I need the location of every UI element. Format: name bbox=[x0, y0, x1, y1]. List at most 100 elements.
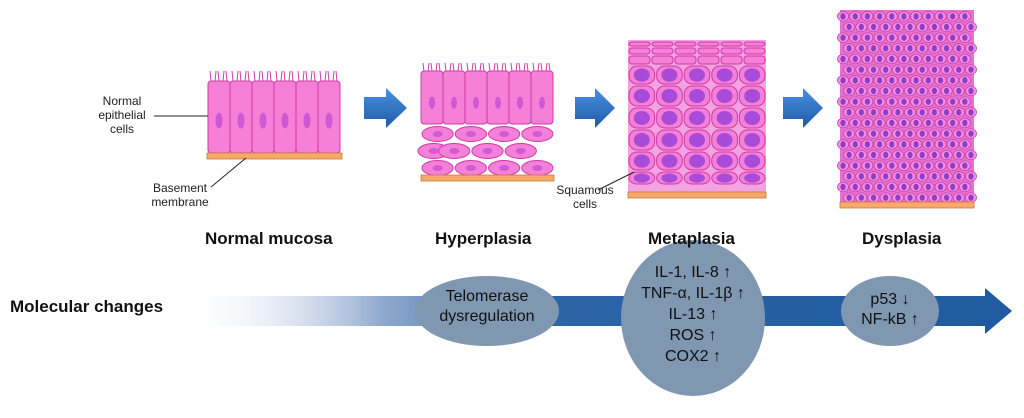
nucleus bbox=[633, 68, 650, 82]
nucleus bbox=[931, 151, 938, 159]
squamous-cell bbox=[674, 47, 697, 55]
nucleus bbox=[919, 109, 925, 116]
cilium bbox=[261, 70, 264, 82]
nucleus bbox=[913, 98, 919, 105]
nucleus bbox=[907, 109, 913, 116]
nucleus bbox=[883, 173, 889, 180]
nucleus bbox=[451, 96, 457, 109]
cilium bbox=[266, 70, 269, 82]
cilia bbox=[422, 62, 551, 72]
cilium bbox=[247, 70, 250, 82]
squamous-cell bbox=[720, 41, 743, 47]
nucleus bbox=[889, 141, 895, 148]
squamous-cell bbox=[628, 41, 651, 47]
nucleus bbox=[840, 162, 846, 169]
nucleus bbox=[515, 148, 526, 154]
nucleus bbox=[889, 98, 895, 105]
nucleus bbox=[539, 96, 545, 109]
nucleus bbox=[931, 173, 938, 180]
nucleus bbox=[858, 194, 864, 201]
nucleus bbox=[465, 165, 476, 171]
nucleus bbox=[303, 112, 311, 129]
nucleus bbox=[281, 112, 289, 129]
nucleus bbox=[925, 13, 931, 20]
cilium bbox=[457, 62, 460, 72]
nucleus bbox=[919, 151, 925, 159]
nucleus bbox=[931, 23, 938, 31]
squamous-cell bbox=[743, 55, 766, 65]
cilium bbox=[526, 62, 529, 72]
bubble-cytokines bbox=[621, 240, 765, 396]
nucleus bbox=[689, 68, 705, 82]
nucleus bbox=[919, 87, 925, 95]
nucleus bbox=[744, 68, 761, 82]
nucleus bbox=[931, 194, 938, 201]
nucleus bbox=[925, 141, 931, 148]
bubble-line: IL-1, IL-8 ↑ bbox=[654, 264, 732, 281]
nucleus bbox=[943, 87, 950, 95]
squamous-cell bbox=[697, 47, 720, 55]
nucleus bbox=[968, 45, 974, 52]
cilium bbox=[269, 70, 272, 82]
nucleus bbox=[950, 141, 956, 148]
nucleus bbox=[943, 66, 950, 73]
cilium bbox=[537, 62, 540, 72]
nucleus bbox=[895, 151, 901, 159]
columnar-cells bbox=[207, 80, 341, 154]
nucleus bbox=[840, 77, 846, 84]
nucleus bbox=[943, 45, 950, 52]
nucleus bbox=[846, 66, 852, 73]
nucleus bbox=[716, 154, 733, 168]
nucleus bbox=[876, 141, 883, 148]
callout-basement-membrane: Basement membrane bbox=[140, 181, 220, 209]
callout-line: membrane bbox=[151, 195, 209, 209]
nucleus bbox=[689, 89, 705, 103]
nucleus bbox=[913, 55, 919, 63]
nucleus bbox=[943, 173, 950, 180]
nucleus bbox=[956, 151, 962, 159]
squamous-cell bbox=[720, 47, 743, 55]
nucleus bbox=[661, 68, 678, 82]
nucleus bbox=[950, 13, 956, 20]
squamous-cells bbox=[628, 40, 766, 192]
nucleus bbox=[968, 194, 974, 201]
normal-mucosa-tissue bbox=[206, 70, 343, 160]
nucleus bbox=[925, 98, 931, 105]
nucleus bbox=[919, 173, 925, 180]
nucleus bbox=[883, 66, 889, 73]
nucleus bbox=[744, 111, 761, 125]
cilium bbox=[444, 62, 447, 72]
nucleus bbox=[883, 194, 889, 201]
nucleus bbox=[852, 13, 858, 20]
cilium bbox=[449, 62, 452, 72]
nucleus bbox=[661, 173, 678, 183]
nucleus bbox=[937, 98, 944, 105]
cilium bbox=[324, 70, 327, 82]
nucleus bbox=[913, 183, 919, 191]
nucleus bbox=[465, 131, 476, 137]
nucleus bbox=[968, 109, 974, 116]
leader-line-squamous bbox=[597, 171, 635, 191]
nucleus bbox=[907, 173, 913, 180]
nucleus bbox=[883, 151, 889, 159]
nucleus bbox=[495, 96, 501, 109]
nucleus bbox=[846, 194, 852, 201]
nucleus bbox=[907, 23, 913, 31]
basement-membrane bbox=[420, 174, 555, 182]
cilium bbox=[496, 62, 499, 72]
nucleus bbox=[852, 162, 858, 169]
nucleus bbox=[919, 45, 925, 52]
cilium bbox=[474, 62, 477, 72]
nucleus bbox=[925, 183, 931, 191]
nucleus bbox=[950, 55, 956, 63]
bubble-line: dysregulation bbox=[439, 308, 535, 325]
nucleus bbox=[716, 68, 733, 82]
nucleus bbox=[889, 55, 895, 63]
nucleus bbox=[870, 173, 877, 180]
nucleus bbox=[968, 87, 974, 95]
cilium bbox=[291, 70, 294, 82]
nucleus bbox=[937, 141, 944, 148]
bubble-line: IL-13 ↑ bbox=[668, 306, 718, 323]
nucleus bbox=[943, 194, 950, 201]
nucleus bbox=[876, 162, 883, 169]
